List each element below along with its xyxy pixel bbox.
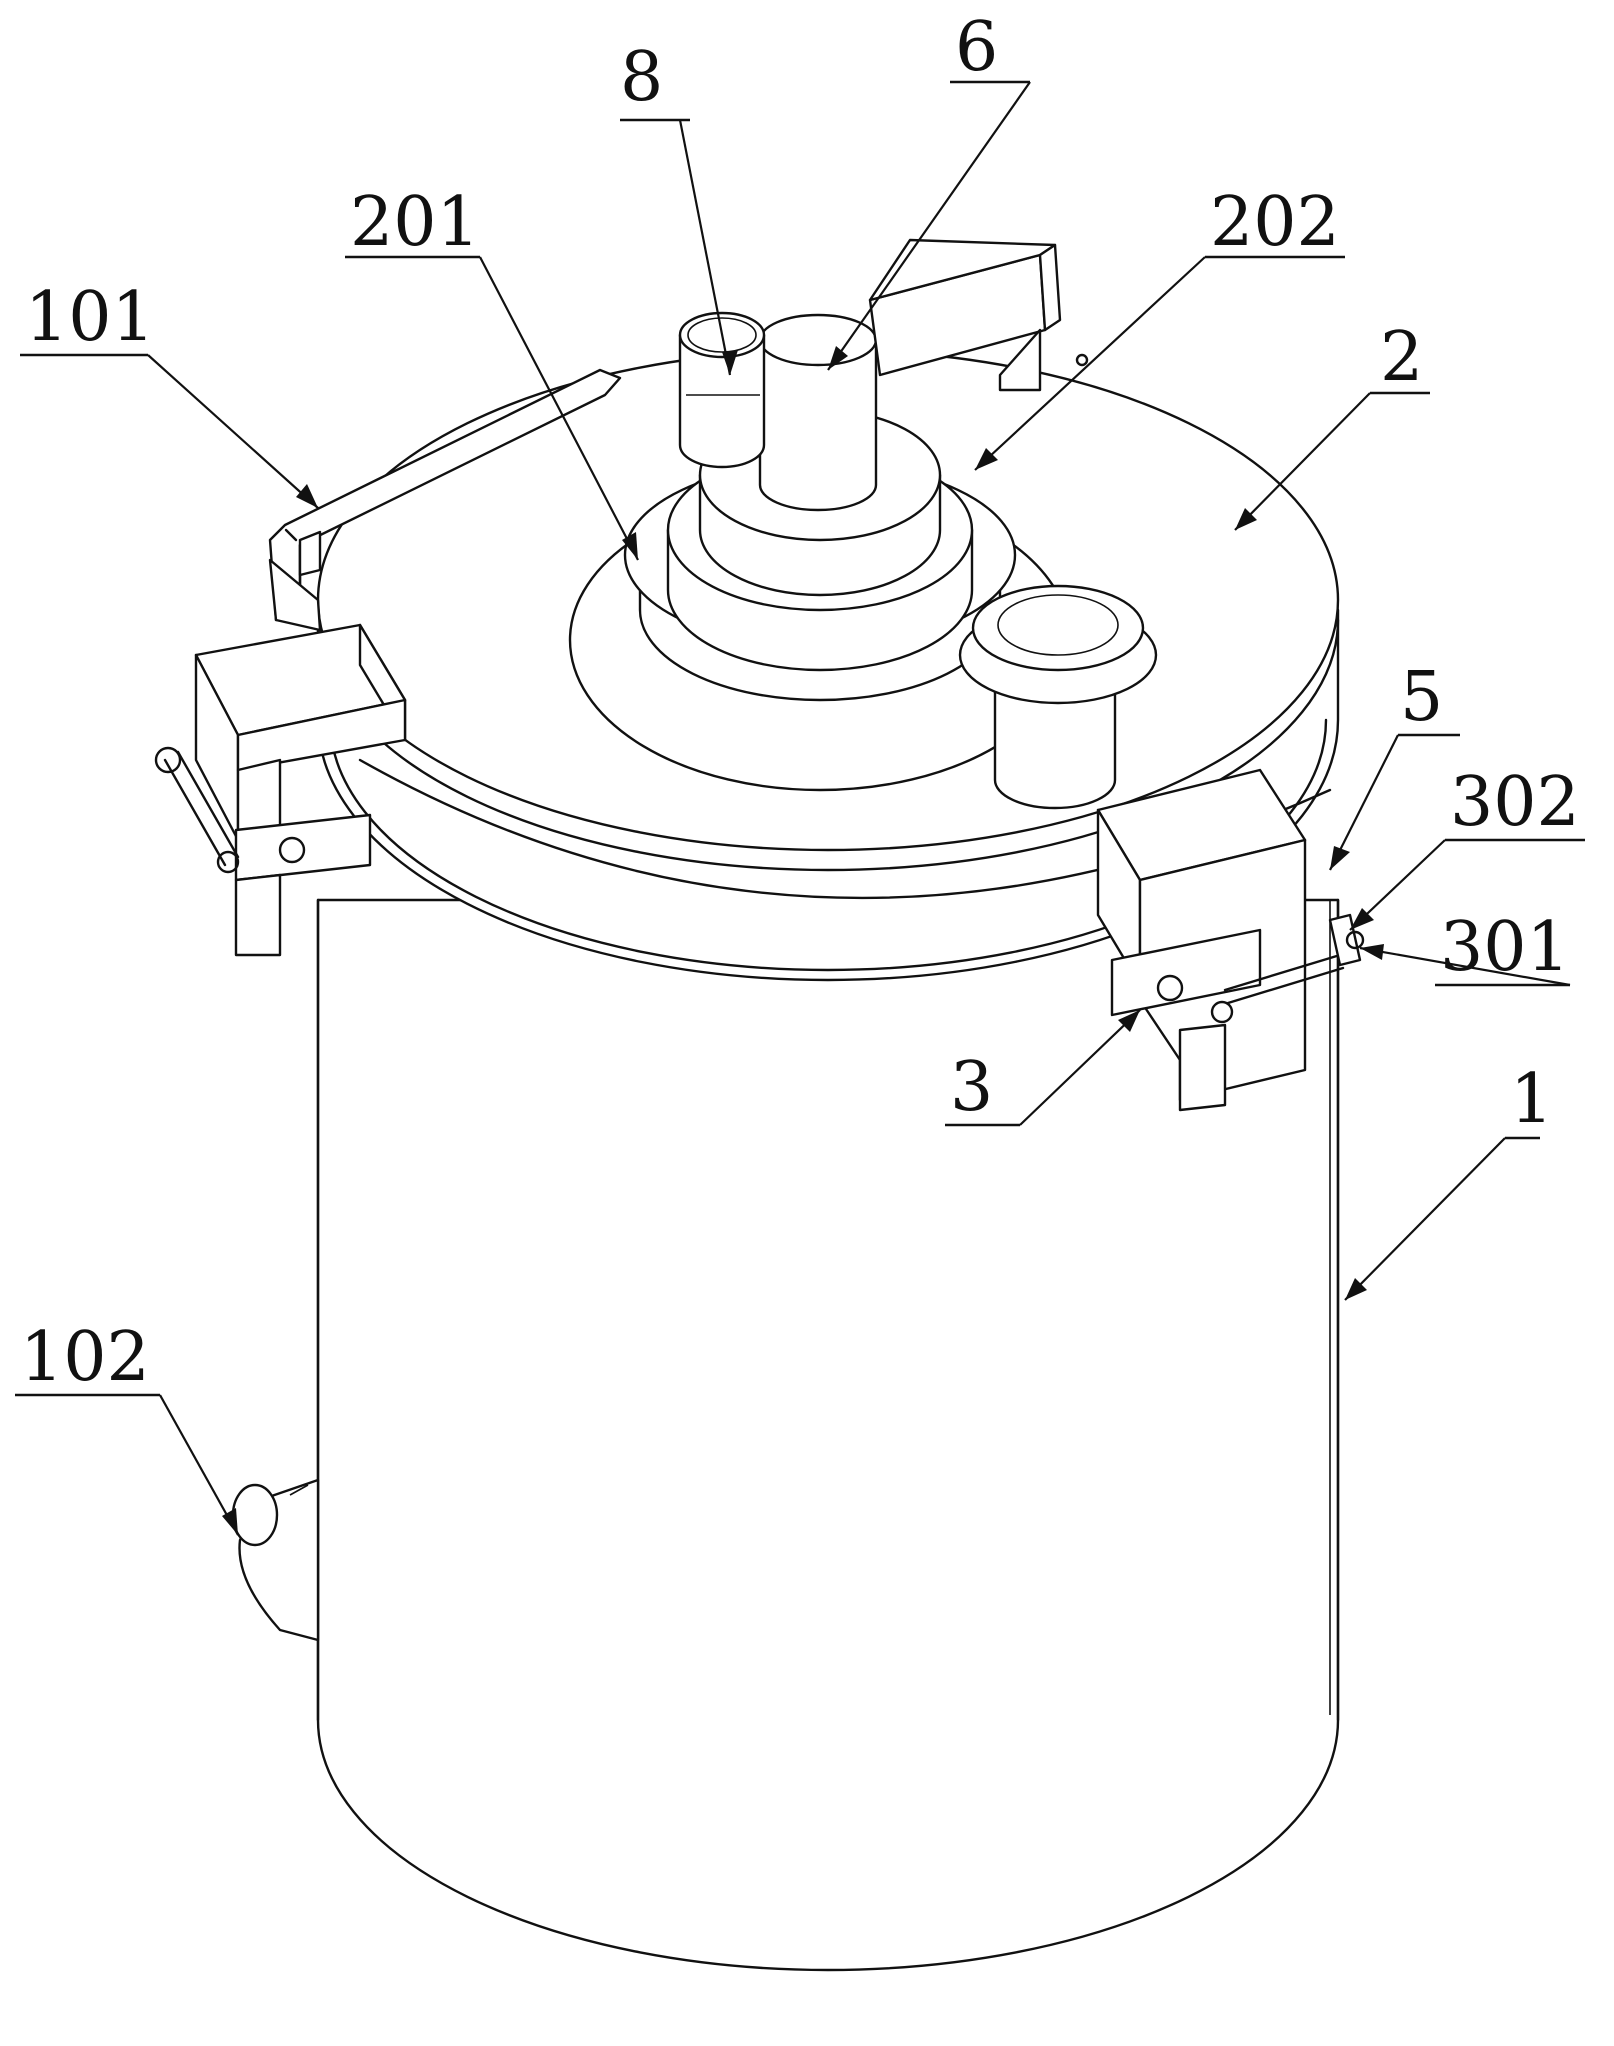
label-1: 1 xyxy=(1510,1060,1553,1139)
label-201: 201 xyxy=(350,183,480,262)
label-302: 302 xyxy=(1450,763,1580,842)
label-6: 6 xyxy=(955,8,998,87)
leader-lines xyxy=(147,81,1571,1536)
bottom-outlet xyxy=(231,1478,320,1642)
left-clamp xyxy=(154,623,407,957)
label-8: 8 xyxy=(620,38,663,117)
label-301: 301 xyxy=(1440,908,1570,987)
label-2: 2 xyxy=(1380,318,1423,397)
label-102: 102 xyxy=(20,1318,150,1397)
right-clamp xyxy=(1096,768,1365,1112)
reference-labels: 8 6 201 202 101 2 5 302 301 3 1 102 xyxy=(15,8,1585,1397)
small-cylinder xyxy=(678,311,766,469)
lid-side-cylinder xyxy=(958,584,1158,810)
rear-clamp-box xyxy=(868,238,1089,392)
lid-handle xyxy=(268,368,622,632)
label-202: 202 xyxy=(1210,183,1340,262)
stacked-discs xyxy=(666,408,974,672)
label-3: 3 xyxy=(950,1048,993,1127)
label-5: 5 xyxy=(1400,658,1443,737)
label-101: 101 xyxy=(25,278,155,357)
tank-body xyxy=(316,898,1340,1972)
motor-column xyxy=(758,313,878,512)
